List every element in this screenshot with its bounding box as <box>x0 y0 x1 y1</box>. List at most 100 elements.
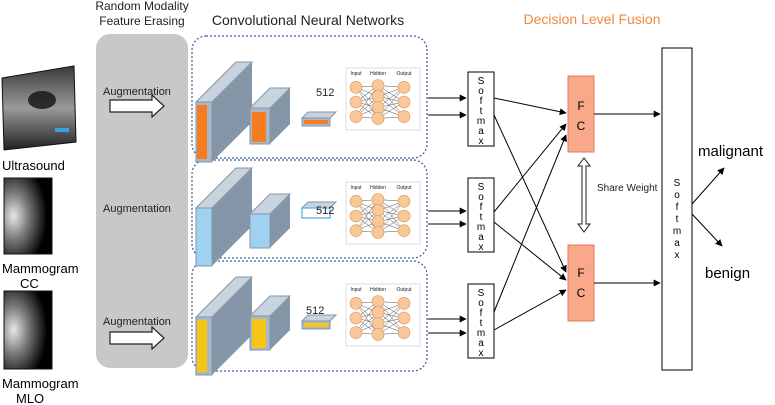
erasing-title-line2: Feature Erasing <box>99 14 184 28</box>
softmax-box-1 <box>467 71 495 147</box>
fc-label-top: FC <box>577 99 586 133</box>
fc-top-letter: C <box>577 119 586 133</box>
mlp-neuron <box>371 215 385 228</box>
output-label-malignant: malignant <box>698 143 764 160</box>
softmax-final-letter: t <box>676 214 679 225</box>
mlp-layer-label: Input <box>350 185 362 191</box>
mlp-neuron <box>371 79 385 92</box>
arrow-sm1-fc-top <box>493 97 567 116</box>
arrow-sm2-fc-bottom <box>493 221 567 281</box>
mlp-edge <box>377 303 405 335</box>
softmax-1-letter: o <box>478 86 484 97</box>
softmax-2-letter: x <box>479 242 484 253</box>
input-label-ultrasound: Ultrasound <box>2 158 65 173</box>
fusion-title: Decision Level Fusion <box>524 11 661 27</box>
softmax-final-letter: o <box>674 190 680 201</box>
arrow-final-malignant <box>691 167 725 205</box>
softmax-2-letter: S <box>478 182 485 193</box>
mlp-neuron <box>371 193 385 206</box>
mammogram-mlo-image <box>3 290 53 370</box>
softmax-final-letter: S <box>674 178 681 189</box>
softmax-final-letter: f <box>676 202 679 213</box>
fc-box-top <box>567 75 595 153</box>
mlp-edge <box>377 201 405 233</box>
mlp-edge <box>355 87 379 119</box>
augmentation-label-1: Augmentation <box>103 86 171 98</box>
softmax-2-letter: a <box>478 232 484 243</box>
cnn-title: Convolutional Neural Networks <box>212 12 404 28</box>
softmax-2-letter: o <box>478 192 484 203</box>
mlp-edge <box>377 199 405 231</box>
mlp-neuron <box>397 311 411 325</box>
feature-size-1: 512 <box>316 87 334 99</box>
mlp-neuron <box>397 326 411 339</box>
mlp-neuron <box>371 101 385 114</box>
cnn-branch-1 <box>191 35 428 159</box>
mammogram-cc-image <box>3 177 53 255</box>
mlp-layer-label: Hidden <box>370 185 386 191</box>
mlp-neuron <box>371 317 385 330</box>
softmax-final-letter: m <box>673 226 681 237</box>
conv-block-1a <box>194 61 254 163</box>
fc-box-bottom <box>567 244 595 322</box>
cnn-branch-3 <box>191 260 428 372</box>
softmax-2-letter: t <box>480 212 483 223</box>
mlp-neuron <box>397 195 411 208</box>
connector-arrows <box>428 94 725 337</box>
input-label-mammogram-mlo: Mammogram <box>2 376 79 391</box>
conv-block-2b <box>248 193 292 249</box>
mlp-neuron <box>349 209 363 223</box>
share-weight-arrow <box>577 157 591 233</box>
mlp-neuron <box>397 209 411 223</box>
arrow-final-benign <box>691 213 723 247</box>
fc-bottom-letter: C <box>577 286 586 300</box>
mlp-neuron <box>349 297 363 310</box>
mlp-neuron <box>371 226 385 239</box>
fc-bottom-letter: F <box>577 266 584 280</box>
conv-block-1b <box>248 87 292 145</box>
mlp-neuron <box>371 90 385 103</box>
softmax-1-letter: f <box>480 96 483 107</box>
fc-label-bottom: FC <box>577 266 586 300</box>
mlp-neuron <box>397 297 411 310</box>
mlp-neuron <box>371 204 385 217</box>
fc-top-letter: F <box>577 99 584 113</box>
mlp-neuron <box>349 81 363 94</box>
augmentation-label-3: Augmentation <box>103 316 171 328</box>
mlp-layer-label: Hidden <box>370 71 386 77</box>
softmax-1-letter: S <box>478 76 485 87</box>
mlp-edge <box>355 303 379 335</box>
softmax-3-letter: f <box>480 308 483 319</box>
mlp-edge <box>377 87 405 119</box>
softmax-3-letter: S <box>478 288 485 299</box>
mlp-neuron <box>349 195 363 208</box>
mlp-edge <box>377 85 405 117</box>
softmax-3-letter: m <box>477 328 485 339</box>
softmax-1-letter: x <box>479 136 484 147</box>
mlp-neuron <box>371 328 385 341</box>
arrow-sm2-fc-top <box>493 123 567 213</box>
mlp-neuron <box>371 112 385 125</box>
augmentation-arrow-3 <box>109 325 165 351</box>
mlp-neuron <box>397 110 411 123</box>
input-label-mammogram-cc: Mammogram <box>2 261 79 276</box>
arrow-sm3-fc-bottom <box>493 289 567 331</box>
mlp-layer-label: Input <box>350 287 362 293</box>
softmax-box-final <box>661 47 693 371</box>
augmentation-arrow-1 <box>109 93 165 119</box>
mlp-neuron <box>349 326 363 339</box>
mlp-layer-label: Hidden <box>370 287 386 293</box>
softmax-3-letter: x <box>479 348 484 359</box>
softmax-final-letter: a <box>674 238 680 249</box>
cnn-branch-2 <box>191 159 428 259</box>
softmax-1-letter: t <box>480 106 483 117</box>
mlp-neuron <box>349 224 363 237</box>
mlp-layer-label: Input <box>350 71 362 77</box>
